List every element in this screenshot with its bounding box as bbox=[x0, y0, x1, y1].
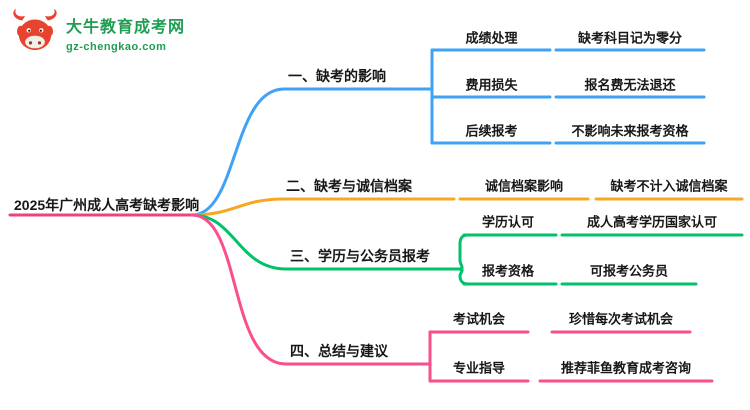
site-name: 大牛教育成考网 bbox=[66, 19, 186, 36]
bull-icon bbox=[13, 8, 57, 51]
branch-2-child-1-detail: 缺考不计入诚信档案 bbox=[610, 178, 728, 194]
branch-4-child-2-detail: 推荐菲鱼教育成考咨询 bbox=[560, 360, 691, 376]
branch-3-child-1-detail: 成人高考学历国家认可 bbox=[586, 214, 717, 230]
branch-1-child-2-label: 费用损失 bbox=[465, 77, 518, 93]
branch-3-child-1-label: 学历认可 bbox=[481, 214, 534, 230]
branch-3-child-2-detail: 可报考公务员 bbox=[589, 263, 668, 279]
branch-1-label: 一、缺考的影响 bbox=[288, 68, 386, 84]
branch-2-label: 二、缺考与诚信档案 bbox=[286, 178, 412, 194]
branch-4-child-2-label: 专业指导 bbox=[452, 360, 505, 376]
branch-4-child-1-detail: 珍惜每次考试机会 bbox=[568, 311, 673, 327]
branch-1-child-3-detail: 不影响未来报考资格 bbox=[571, 123, 689, 139]
mind-map-root: 2025年广州成人高考缺考影响 bbox=[14, 197, 200, 213]
branch-1-child-2-detail: 报名费无法退还 bbox=[584, 77, 676, 93]
branch-1-child-1-label: 成绩处理 bbox=[465, 30, 518, 46]
branch-4-label: 四、总结与建议 bbox=[290, 343, 388, 359]
branch-3-child-2-label: 报考资格 bbox=[481, 263, 534, 279]
branch-3-label: 三、学历与公务员报考 bbox=[290, 248, 430, 264]
site-logo: 大牛教育成考网 gz-chengkao.com bbox=[8, 6, 185, 60]
branch-4-child-1-label: 考试机会 bbox=[452, 311, 505, 327]
branch-1-child-3-label: 后续报考 bbox=[465, 123, 518, 139]
branch-1-child-1-detail: 缺考科目记为零分 bbox=[577, 30, 682, 46]
branch-2-child-1-label: 诚信档案影响 bbox=[484, 178, 563, 194]
site-url: gz-chengkao.com bbox=[66, 41, 167, 53]
